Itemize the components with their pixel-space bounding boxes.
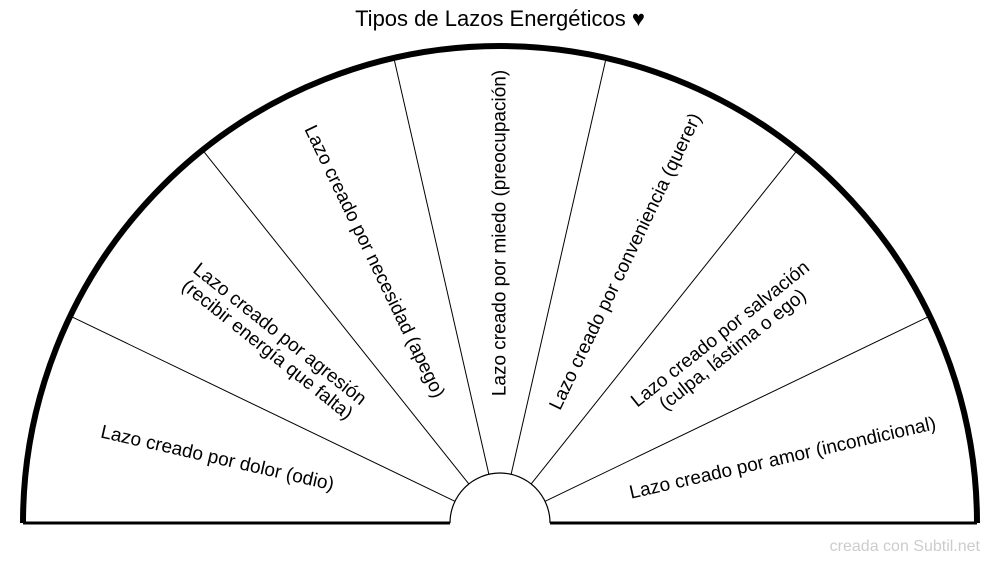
inner-arc bbox=[449, 472, 551, 524]
credit-text: creada con Subtil.net bbox=[829, 538, 980, 555]
outer-arc bbox=[20, 43, 980, 524]
sector-label: Lazo creado por dolor (odio) bbox=[99, 422, 336, 496]
sector-label-line: Lazo creado por miedo (preocupación) bbox=[490, 70, 511, 396]
sector-label: Lazo creado por miedo (preocupación) bbox=[490, 70, 511, 396]
sector-label-line: (culpa, lástima o ego) bbox=[655, 285, 810, 415]
sector-label: Lazo creado por agresión(recibir energía… bbox=[178, 259, 371, 425]
sector-label-line: Lazo creado por salvación bbox=[627, 257, 814, 412]
sector-label-line: Lazo creado por dolor (odio) bbox=[99, 422, 336, 496]
sector-label-line: Lazo creado por amor (incondicional) bbox=[627, 413, 937, 503]
sector-divider bbox=[510, 57, 607, 475]
sector-divider bbox=[70, 315, 456, 502]
sector-label-line: Lazo creado por agresión bbox=[189, 259, 371, 410]
sector-label: Lazo creado por salvación(culpa, lástima… bbox=[627, 257, 814, 415]
sector-label: Lazo creado por amor (incondicional) bbox=[627, 413, 937, 503]
sector-divider bbox=[530, 149, 798, 485]
chart-title: Tipos de Lazos Energéticos ♥ bbox=[355, 6, 645, 31]
sector-label-line: (recibir energía que falta) bbox=[178, 276, 357, 425]
sector-divider bbox=[544, 315, 930, 502]
sector-divider bbox=[393, 57, 490, 475]
sector-divider bbox=[202, 149, 470, 485]
